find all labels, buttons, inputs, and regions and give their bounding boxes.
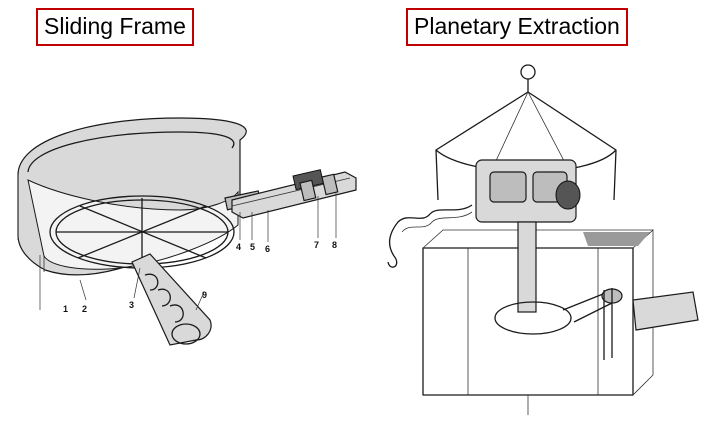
sliding-frame-panel: 1 2 3 4 5 6 7 8 9 Sliding Frame <box>17 8 357 346</box>
sliding-frame-illustration: 1 2 3 4 5 6 7 8 9 <box>17 117 357 346</box>
part-label-6: 6 <box>265 244 270 254</box>
planetary-extraction-illustration <box>387 64 699 415</box>
planetary-extraction-panel: Planetary Extraction <box>368 0 708 427</box>
lifting-ring <box>520 64 536 80</box>
screw-conveyor <box>131 253 212 346</box>
auger-screw <box>387 204 473 268</box>
central-shaft <box>517 221 537 313</box>
part-label-3: 3 <box>129 300 134 310</box>
sliding-frame-title: Sliding Frame <box>36 8 194 46</box>
part-label-1: 1 <box>63 304 68 314</box>
discharge-pipe <box>632 291 699 331</box>
bin-rim <box>27 131 235 173</box>
part-label-4: 4 <box>236 242 241 252</box>
part-label-5: 5 <box>250 242 255 252</box>
part-label-8: 8 <box>332 240 337 250</box>
part-label-9: 9 <box>202 290 207 300</box>
part-label-2: 2 <box>82 304 87 314</box>
leader-lines <box>39 192 337 311</box>
part-label-7: 7 <box>314 240 319 250</box>
planetary-gear <box>494 301 572 335</box>
planetary-extraction-title: Planetary Extraction <box>406 8 628 46</box>
